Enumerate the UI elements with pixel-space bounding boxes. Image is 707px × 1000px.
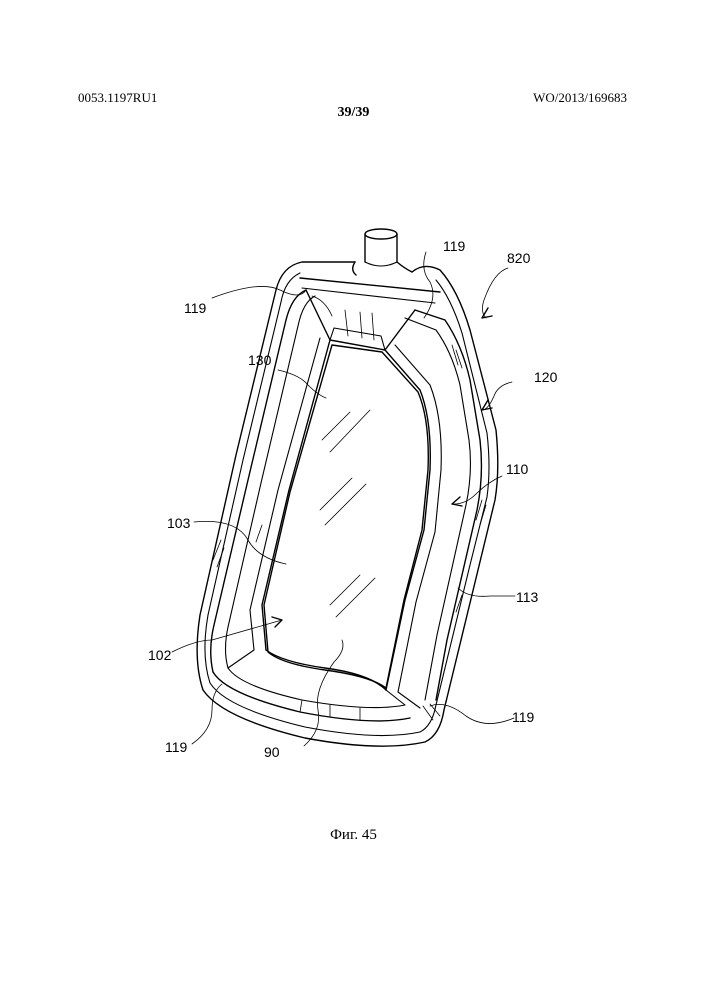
- ref-110: 110: [506, 461, 529, 477]
- spout-shape: [353, 229, 412, 275]
- ref-119-top-left: 119: [184, 300, 207, 316]
- ref-130: 130: [248, 352, 272, 368]
- bottom-frame-panel: [213, 650, 440, 721]
- figure-caption: Фиг. 45: [0, 828, 707, 843]
- arrowheads: [272, 308, 492, 627]
- ref-119-top-right: 119: [443, 238, 466, 254]
- ref-119-bottom-right: 119: [512, 709, 535, 725]
- top-frame-panel: [300, 278, 440, 350]
- window-panel: [264, 345, 428, 688]
- ref-103: 103: [167, 515, 191, 531]
- leader-lines: [172, 252, 515, 746]
- ref-90: 90: [264, 744, 280, 760]
- ref-119-bottom-left: 119: [165, 739, 188, 755]
- ref-120: 120: [534, 369, 558, 385]
- ref-102: 102: [148, 647, 172, 663]
- ref-820: 820: [507, 250, 531, 266]
- ref-113: 113: [516, 589, 539, 605]
